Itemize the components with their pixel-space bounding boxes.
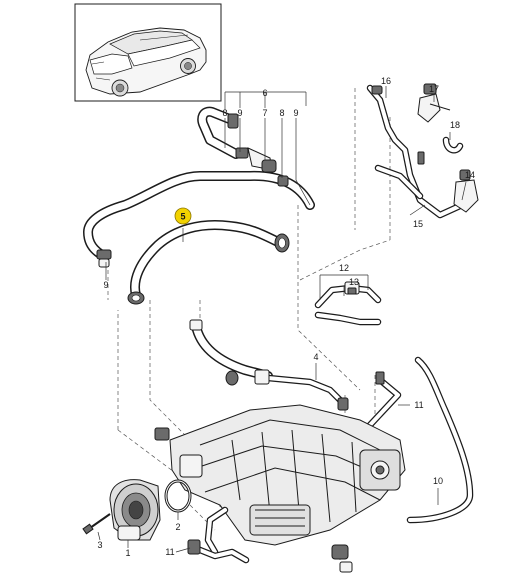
callout-4: 4 [313, 352, 318, 362]
callout-17: 17 [429, 84, 439, 94]
callout-2: 2 [175, 522, 180, 532]
callout-11-left: 11 [165, 547, 174, 557]
screw-3 [82, 513, 111, 535]
callout-16: 16 [381, 76, 391, 86]
callout-6: 6 [262, 88, 267, 98]
vacuum-line-group [366, 83, 479, 219]
callout-11-right: 11 [414, 400, 423, 410]
porsche-cayenne-icon [85, 27, 207, 97]
coolant-hose-6 [83, 170, 315, 268]
breather-hose-4 [189, 319, 349, 411]
callout-15: 15 [413, 219, 423, 229]
solenoid-valve-17 [417, 93, 441, 123]
callout-5-highlight [174, 207, 192, 225]
callout-10: 10 [433, 476, 443, 486]
callout-1: 1 [125, 548, 130, 558]
callout-18: 18 [450, 120, 460, 130]
pipe-group-12-13 [314, 281, 382, 326]
callout-9-right: 9 [293, 108, 298, 118]
callout-13: 13 [349, 277, 359, 287]
callout-12: 12 [339, 263, 349, 273]
hose-5 [127, 220, 290, 305]
callout-5: 5 [180, 212, 185, 222]
callout-14: 14 [465, 170, 475, 180]
callout-9-hose-end: 9 [103, 280, 108, 290]
callout-labels: 6 8 9 7 8 9 5 9 16 17 18 14 15 12 13 4 1… [97, 76, 475, 558]
hose-clamp [96, 249, 112, 260]
solenoid-valve-14 [453, 179, 479, 213]
gasket-2 [164, 479, 192, 513]
small-elbow-hose [197, 106, 289, 187]
check-valve [261, 159, 277, 173]
callout-3: 3 [97, 540, 102, 550]
callout-8-left: 8 [222, 108, 227, 118]
callout-8-right: 8 [279, 108, 284, 118]
hose-10 [366, 356, 474, 524]
throttle-body [109, 479, 161, 541]
callout-7: 7 [262, 108, 267, 118]
vehicle-thumbnail [74, 3, 222, 102]
intake-manifold [154, 404, 406, 573]
leader-lines [97, 86, 467, 553]
callout-9-left: 9 [237, 108, 242, 118]
